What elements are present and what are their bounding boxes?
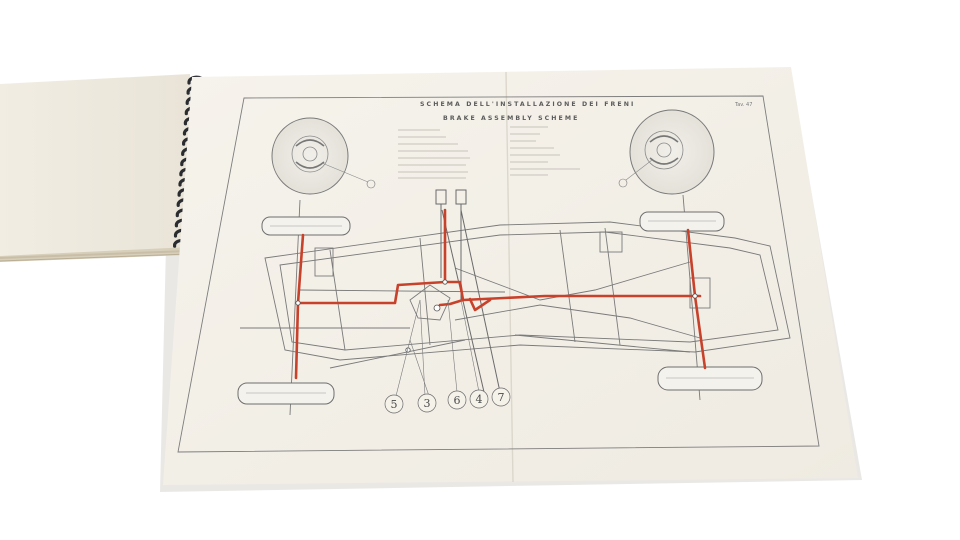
- left-booklet: [0, 74, 190, 262]
- rear-brake-drum: [618, 109, 715, 195]
- tire-front-right: [237, 382, 335, 405]
- front-brake-drum: [271, 117, 376, 195]
- callout-5: 5: [384, 394, 404, 414]
- svg-text:3: 3: [424, 397, 431, 410]
- drawing-border: [177, 95, 820, 453]
- svg-text:6: 6: [454, 394, 461, 407]
- legend-right: [510, 126, 580, 176]
- tire-front-left: [261, 216, 351, 236]
- legend-left: [398, 129, 470, 179]
- unfolded-sheet: [163, 67, 858, 485]
- title-english: BRAKE ASSEMBLY SCHEME: [443, 115, 579, 122]
- title-italian: SCHEMA DELL'INSTALLAZIONE DEI FRENI: [420, 101, 635, 108]
- line-fittings: [295, 279, 698, 353]
- svg-text:7: 7: [498, 391, 505, 404]
- chassis-frame: [240, 221, 791, 369]
- center-fold: [505, 71, 514, 483]
- callout-4: 4: [469, 389, 489, 409]
- tire-rear-right: [657, 366, 763, 391]
- svg-text:4: 4: [476, 393, 483, 406]
- callout-6: 6: [447, 390, 467, 410]
- page-reference: Tav. 47: [734, 102, 752, 108]
- callout-leaders: [395, 299, 480, 397]
- callout-3: 3: [417, 393, 437, 413]
- callout-7: 7: [491, 387, 511, 407]
- svg-text:5: 5: [391, 398, 398, 411]
- tire-rear-left: [639, 211, 725, 232]
